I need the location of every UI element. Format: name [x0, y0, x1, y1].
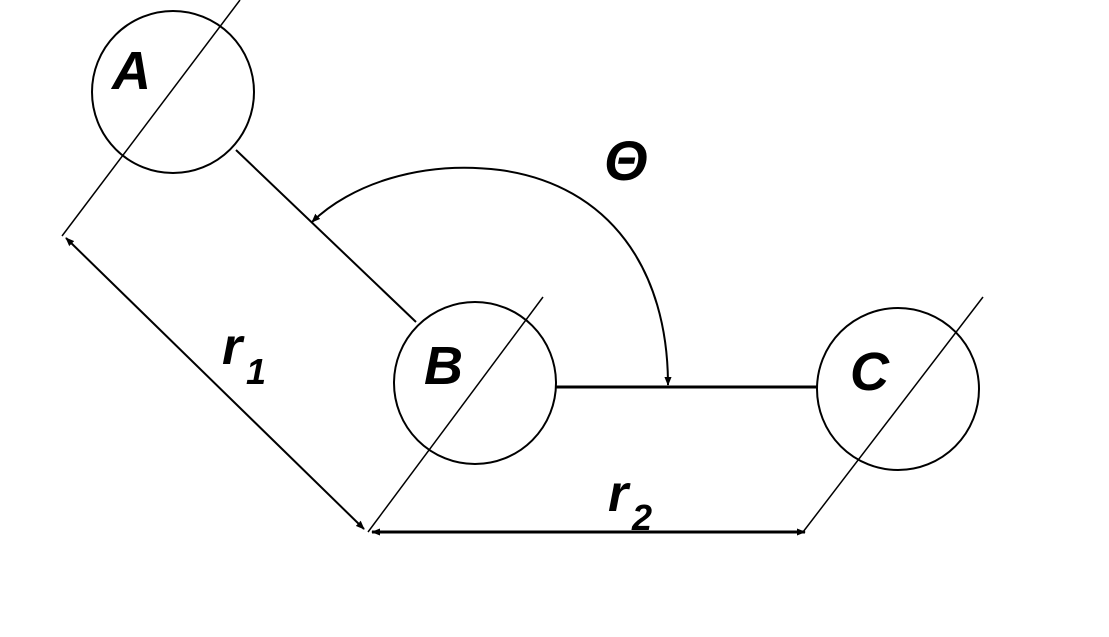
- angle-arc: [311, 166, 672, 386]
- angle-theta-label: Θ: [604, 129, 648, 192]
- atom-b-label: B: [424, 336, 463, 396]
- bond-a-b: [235, 149, 417, 323]
- atom-a-circle: [91, 10, 255, 174]
- r2-label-subscript: 2: [631, 497, 652, 538]
- r1-dimension-arrow: [65, 237, 365, 530]
- atom-c-label: C: [850, 342, 890, 402]
- r1-label-subscript: 1: [246, 351, 266, 392]
- atom-b-circle: [393, 301, 557, 465]
- atom-a-label: A: [110, 41, 151, 101]
- r1-label: r 1: [222, 318, 266, 392]
- atom-c-circle: [816, 307, 980, 471]
- extension-line-c: [802, 296, 984, 533]
- r2-label: r 2: [608, 465, 652, 538]
- extension-line-b: [367, 296, 544, 533]
- r2-label-main: r: [608, 465, 631, 523]
- extension-line-a: [61, 0, 241, 237]
- r1-label-main: r: [222, 318, 245, 376]
